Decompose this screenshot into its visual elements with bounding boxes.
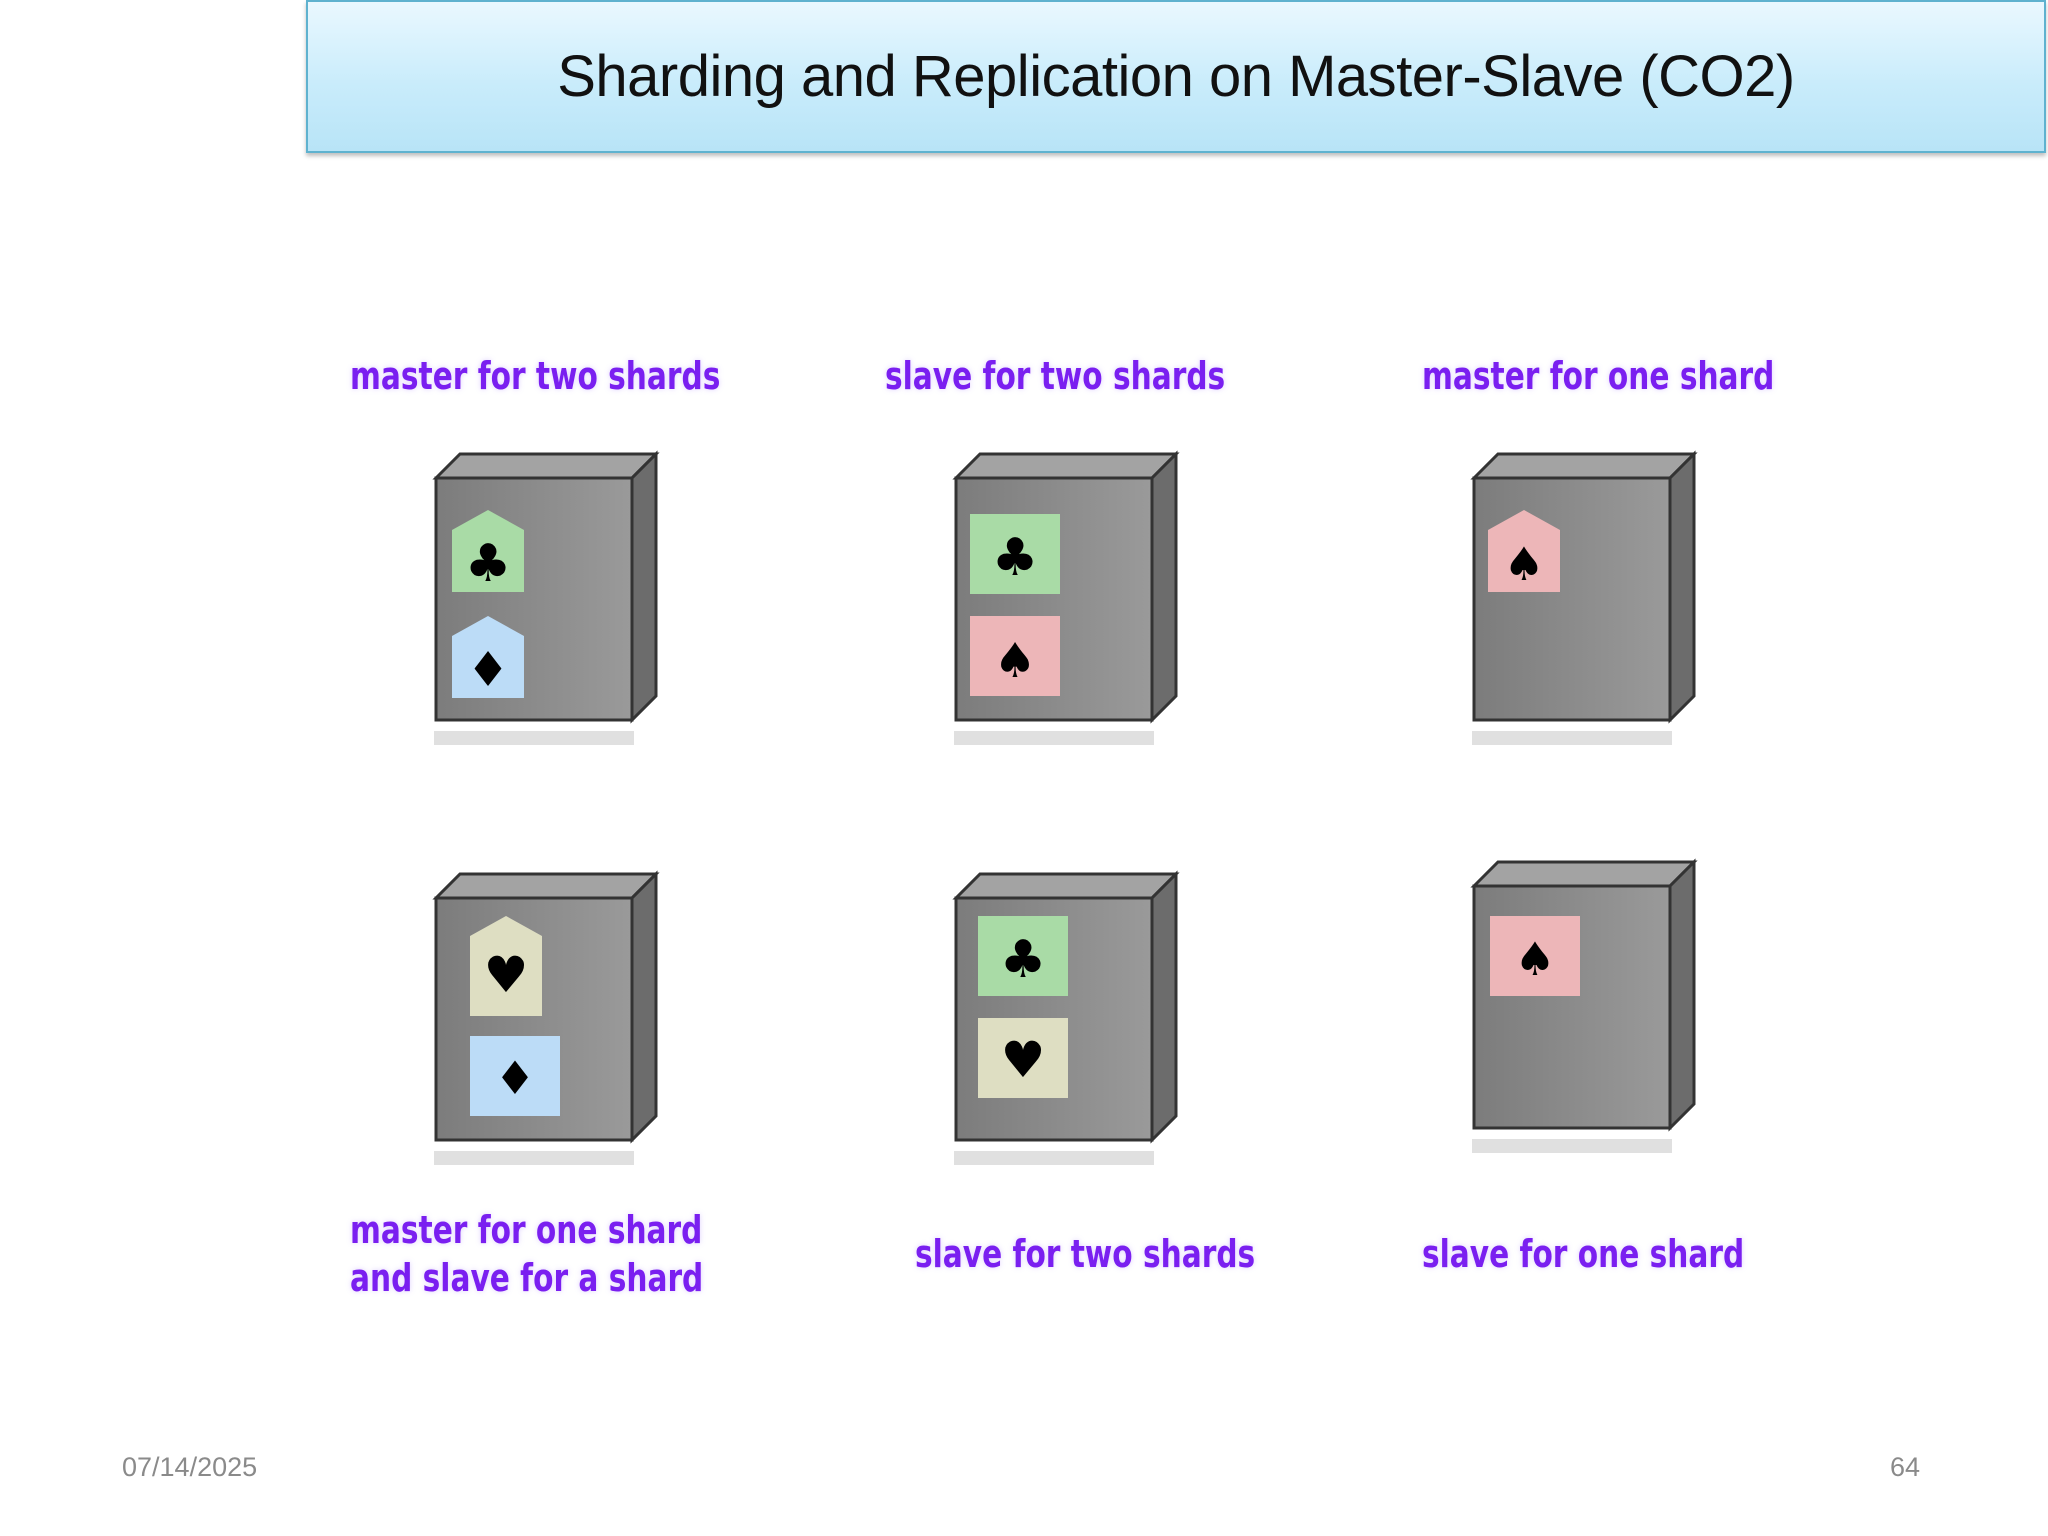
svg-text:♠: ♠ bbox=[993, 633, 1036, 689]
diamond-slave-shard-icon: ♦ bbox=[470, 1036, 560, 1116]
server-node-5: ♣ ♥ bbox=[952, 870, 1180, 1165]
svg-text:♥: ♥ bbox=[1001, 1031, 1046, 1089]
spade-master-shard-icon: ♠ bbox=[1488, 510, 1560, 592]
label-line: and slave for a shard bbox=[350, 1256, 704, 1300]
server-node-3: ♠ bbox=[1470, 450, 1698, 745]
svg-text:♣: ♣ bbox=[992, 528, 1039, 588]
label-line: master for two shards bbox=[350, 354, 721, 398]
spade-slave-shard-icon: ♠ bbox=[970, 616, 1060, 696]
svg-text:♦: ♦ bbox=[494, 1051, 535, 1105]
club-master-shard-icon: ♣ bbox=[452, 510, 524, 594]
node-label-master-one-slave-one: master for one shard and slave for a sha… bbox=[350, 1206, 703, 1302]
svg-text:♠: ♠ bbox=[1503, 537, 1544, 591]
club-slave-shard-icon: ♣ bbox=[978, 916, 1068, 996]
diamond-master-shard-icon: ♦ bbox=[452, 616, 524, 698]
server-node-4: ♥ ♦ bbox=[432, 870, 660, 1165]
slide-title-bar: Sharding and Replication on Master-Slave… bbox=[306, 0, 2046, 153]
club-slave-shard-icon: ♣ bbox=[970, 514, 1060, 594]
label-line: slave for one shard bbox=[1422, 1232, 1745, 1276]
node-label-slave-two-shards: slave for two shards bbox=[885, 352, 1225, 400]
slide-date: 07/14/2025 bbox=[122, 1452, 258, 1482]
label-line: slave for two shards bbox=[885, 354, 1226, 398]
node-label-slave-one-shard: slave for one shard bbox=[1422, 1230, 1744, 1278]
spade-slave-shard-icon: ♠ bbox=[1490, 916, 1580, 996]
server-node-6: ♠ bbox=[1470, 858, 1698, 1153]
slide-title: Sharding and Replication on Master-Slave… bbox=[557, 44, 1795, 109]
svg-text:♣: ♣ bbox=[1000, 930, 1047, 990]
node-label-master-two-shards: master for two shards bbox=[350, 352, 720, 400]
slide-page-number: 64 bbox=[1890, 1452, 1921, 1482]
label-line: slave for two shards bbox=[915, 1232, 1256, 1276]
svg-text:♠: ♠ bbox=[1514, 932, 1555, 986]
svg-text:♥: ♥ bbox=[484, 946, 529, 1004]
label-line: master for one shard bbox=[350, 1208, 703, 1252]
svg-text:♦: ♦ bbox=[466, 642, 509, 698]
node-label-slave-two-shards-2: slave for two shards bbox=[915, 1230, 1255, 1278]
svg-text:♣: ♣ bbox=[465, 534, 512, 594]
label-line: master for one shard bbox=[1422, 354, 1775, 398]
server-node-2: ♣ ♠ bbox=[952, 450, 1180, 745]
heart-slave-shard-icon: ♥ bbox=[978, 1018, 1068, 1098]
heart-master-shard-icon: ♥ bbox=[470, 916, 542, 1016]
node-label-master-one-shard: master for one shard bbox=[1422, 352, 1774, 400]
server-node-1: ♣ ♦ bbox=[432, 450, 660, 745]
